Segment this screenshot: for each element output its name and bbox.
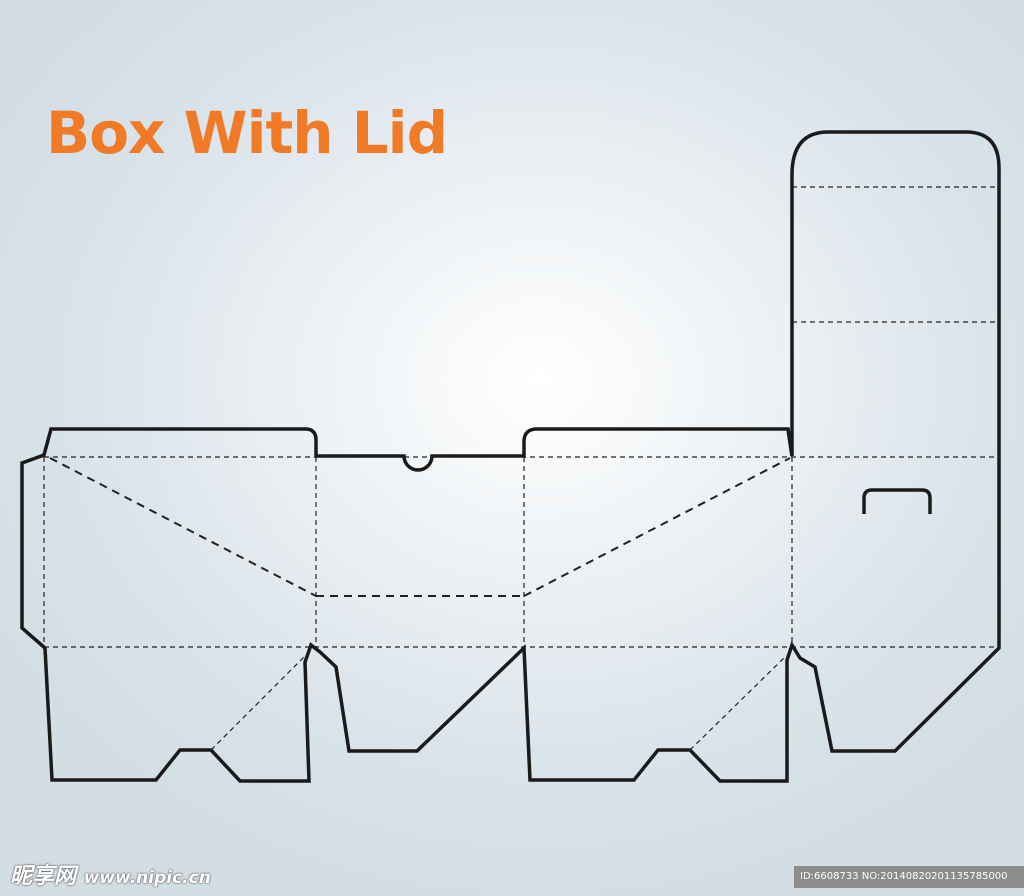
joint-notch — [786, 428, 794, 457]
watermark-url: www.nipic.cn — [83, 868, 211, 888]
fold-flap-diagonal-1 — [210, 655, 306, 751]
fold-diagonal-right — [523, 457, 791, 597]
fold-diagonal-left — [49, 457, 317, 597]
watermark-id: ID:6608733 NO:20140820201135785000 — [794, 866, 1024, 888]
watermark-logo: 昵享网 www.nipic.cn — [10, 858, 211, 890]
handle-slot — [862, 488, 932, 514]
fold-flap-diagonal-2 — [689, 655, 787, 751]
diagram-title: Box With Lid — [46, 99, 448, 167]
outer-cut-line — [20, 130, 1001, 783]
watermark-logo-text: 昵享网 — [10, 864, 77, 889]
